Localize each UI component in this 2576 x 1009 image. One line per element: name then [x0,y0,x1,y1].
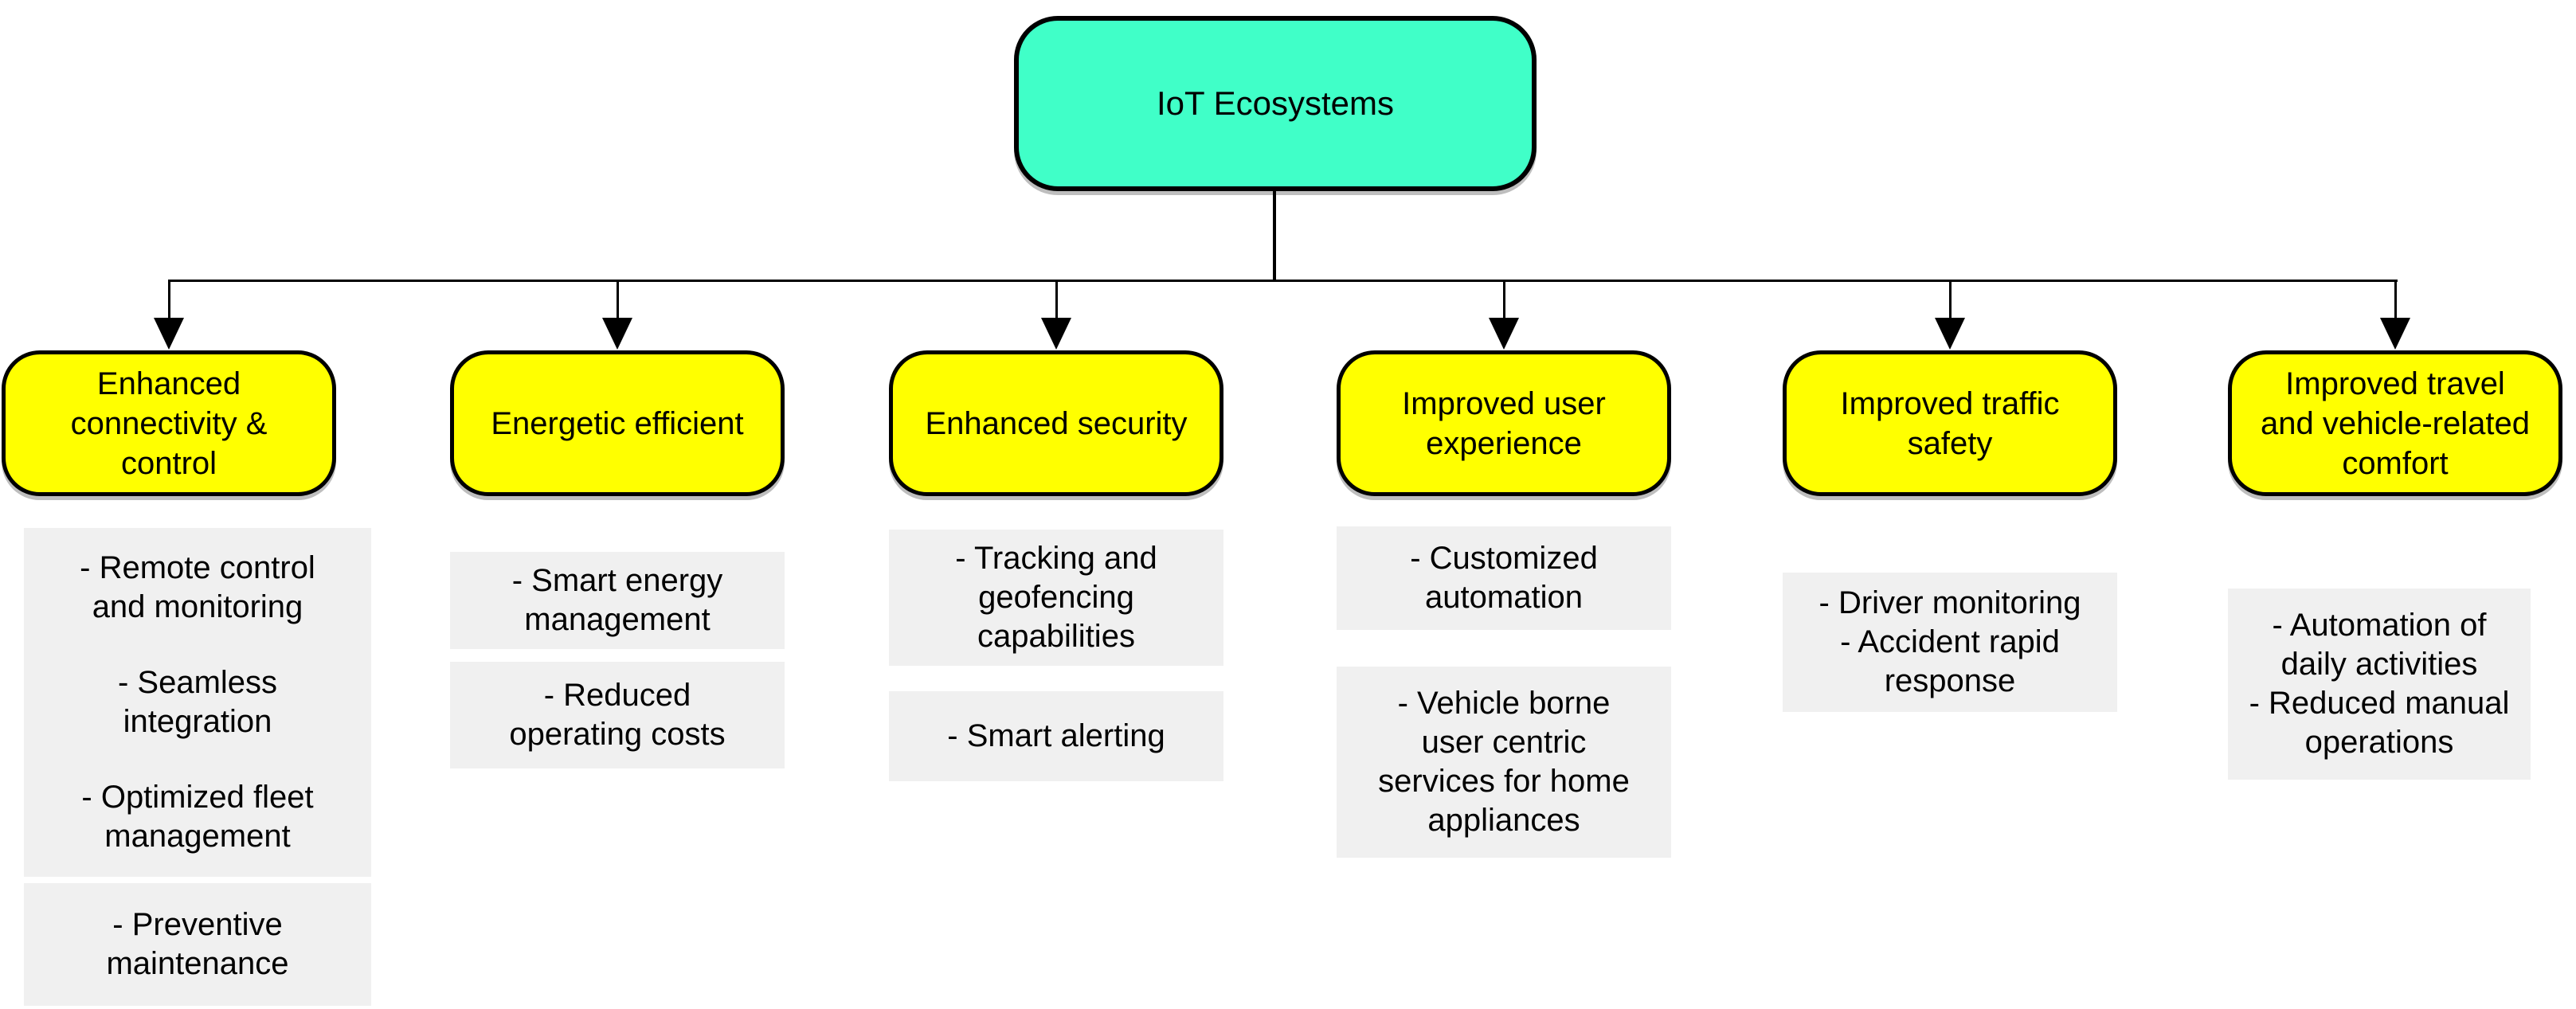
branch-node: Enhanced connectivity & control [2,350,336,496]
arrowhead-down-icon [1041,318,1071,350]
benefit-item: - Reduced operating costs [509,678,726,752]
branch-column-energy: Energetic efficient - Smart energy manag… [450,350,785,768]
benefit-item: - Smart energy management [511,563,723,637]
branch-node: Improved user experience [1337,350,1671,496]
root-node-label: IoT Ecosystems [1157,84,1394,122]
benefit-box: - Smart energy management [450,552,785,649]
branch-column-user-experience: Improved user experience - Customized au… [1337,350,1671,858]
arrowhead-down-icon [154,318,184,350]
connector-drop [1503,281,1505,321]
benefit-item: - Vehicle borne user centric services fo… [1378,686,1630,838]
branch-column-travel-comfort: Improved travel and vehicle-related comf… [2228,350,2562,780]
benefit-item: - Smart alerting [947,718,1165,753]
benefit-box: - Driver monitoring - Accident rapid res… [1783,573,2117,712]
branch-node-label: Enhanced connectivity & control [70,366,268,481]
benefit-item: - Tracking and geofencing capabilities [955,541,1157,654]
connector-drop [168,281,170,321]
branch-node: Enhanced security [889,350,1223,496]
arrowhead-down-icon [2380,318,2410,350]
benefit-box: - Tracking and geofencing capabilities [889,530,1223,666]
branch-column-connectivity: Enhanced connectivity & control - Remote… [2,350,371,1006]
arrowhead-down-icon [1935,318,1965,350]
benefit-item: - Automation of daily activities [2272,608,2487,682]
benefit-box: - Reduced operating costs [450,662,785,768]
arrowhead-down-icon [1489,318,1519,350]
benefit-box: - Smart alerting [889,691,1223,781]
benefit-item: - Remote control and monitoring [80,550,315,624]
branch-node-label: Improved travel and vehicle-related comf… [2261,366,2530,481]
benefit-item: - Driver monitoring [1818,585,2081,620]
benefit-box: - Vehicle borne user centric services fo… [1337,667,1671,858]
branch-node: Improved travel and vehicle-related comf… [2228,350,2562,496]
connector-horizontal-bar [168,280,2398,282]
connector-drop [617,281,619,321]
arrowhead-down-icon [602,318,632,350]
benefit-box: - Remote control and monitoring - Seamle… [24,528,371,877]
connector-drop [1949,281,1952,321]
branch-column-traffic-safety: Improved traffic safety - Driver monitor… [1783,350,2117,712]
benefit-box: - Automation of daily activities - Reduc… [2228,589,2531,780]
connector-drop [1055,281,1058,321]
benefit-box: - Preventive maintenance [24,883,371,1006]
benefit-item: - Optimized fleet management [81,780,314,854]
connector-trunk [1273,190,1276,280]
branch-node-label: Energetic efficient [491,405,744,441]
connector-drop [2394,281,2397,321]
branch-node-label: Improved user experience [1402,385,1606,461]
branch-column-security: Enhanced security - Tracking and geofenc… [889,350,1223,781]
benefit-box: - Customized automation [1337,526,1671,630]
benefit-item: - Customized automation [1410,541,1598,615]
branch-node: Improved traffic safety [1783,350,2117,496]
benefit-item: - Reduced manual operations [2249,686,2510,760]
root-node: IoT Ecosystems [1014,16,1537,191]
benefit-item: - Accident rapid response [1840,624,2060,698]
branch-node-label: Enhanced security [925,405,1188,441]
branch-node-label: Improved traffic safety [1840,385,2060,461]
benefit-item: - Seamless integration [117,665,278,739]
branch-node: Energetic efficient [450,350,785,496]
benefit-item: - Preventive maintenance [106,907,289,981]
